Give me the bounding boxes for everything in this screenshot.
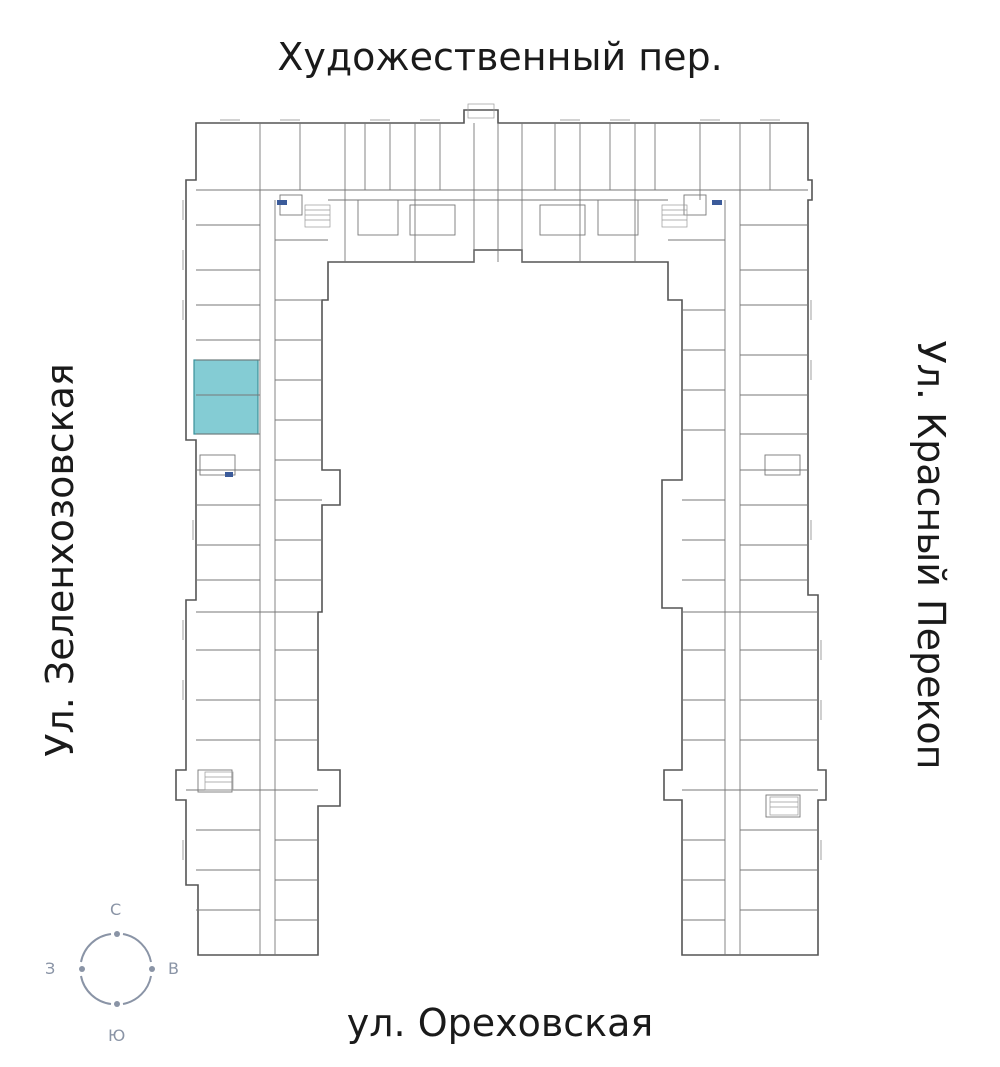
street-label-north: Художественный пер. <box>277 35 723 79</box>
street-label-south: ул. Ореховская <box>346 1001 654 1045</box>
compass-dial <box>80 933 152 1005</box>
facade-windows <box>182 119 822 860</box>
north-wing-walls <box>196 123 808 262</box>
west-wing-walls <box>186 190 328 955</box>
compass-ticks <box>79 931 155 1007</box>
east-wing-walls <box>668 190 818 955</box>
highlighted-apartment <box>193 359 259 435</box>
building-outline <box>175 109 827 956</box>
compass-north-label: С <box>110 900 122 919</box>
stairwells <box>204 103 799 816</box>
street-label-east: Ул. Красный Перекоп <box>909 340 953 770</box>
compass-south-label: Ю <box>108 1026 126 1045</box>
street-label-west: Ул. Зеленхозовская <box>38 363 82 757</box>
compass-east-label: В <box>168 959 179 978</box>
compass-west-label: З <box>45 959 56 978</box>
elevator-markers <box>225 200 722 477</box>
